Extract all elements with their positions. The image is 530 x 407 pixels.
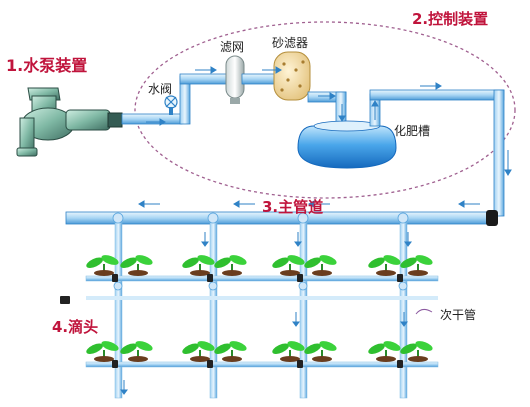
label-valve: 水阀 [148, 82, 173, 96]
lateral-pipes [85, 275, 439, 368]
label-branch-pipe: 次干管 [440, 308, 477, 322]
sub-pipes [114, 217, 408, 399]
flow-arrow-icon [120, 232, 412, 395]
label-pump: 1.水泵装置 [6, 56, 88, 75]
pump-icon [16, 87, 123, 157]
valve-icon [164, 95, 178, 115]
plant-icon [86, 255, 433, 276]
flow-arrow-icon [138, 66, 512, 208]
plant-icon [86, 341, 433, 362]
label-main-pipe: 3.主管道 [262, 198, 324, 216]
label-sand-filter: 砂滤器 [272, 36, 309, 50]
pointer-icon [415, 308, 433, 315]
label-control: 2.控制装置 [412, 10, 489, 28]
dripper-icon [60, 274, 403, 368]
screen-filter-icon [225, 55, 245, 104]
fertilizer-tank-icon [297, 120, 397, 169]
label-screen-filter: 滤网 [220, 40, 245, 54]
sand-filter-icon [273, 51, 311, 101]
control-device-outline [134, 21, 516, 199]
label-fertilizer-tank: 化肥槽 [394, 124, 431, 138]
label-dripper: 4.滴头 [52, 318, 99, 336]
pipe-junctions [112, 212, 409, 291]
